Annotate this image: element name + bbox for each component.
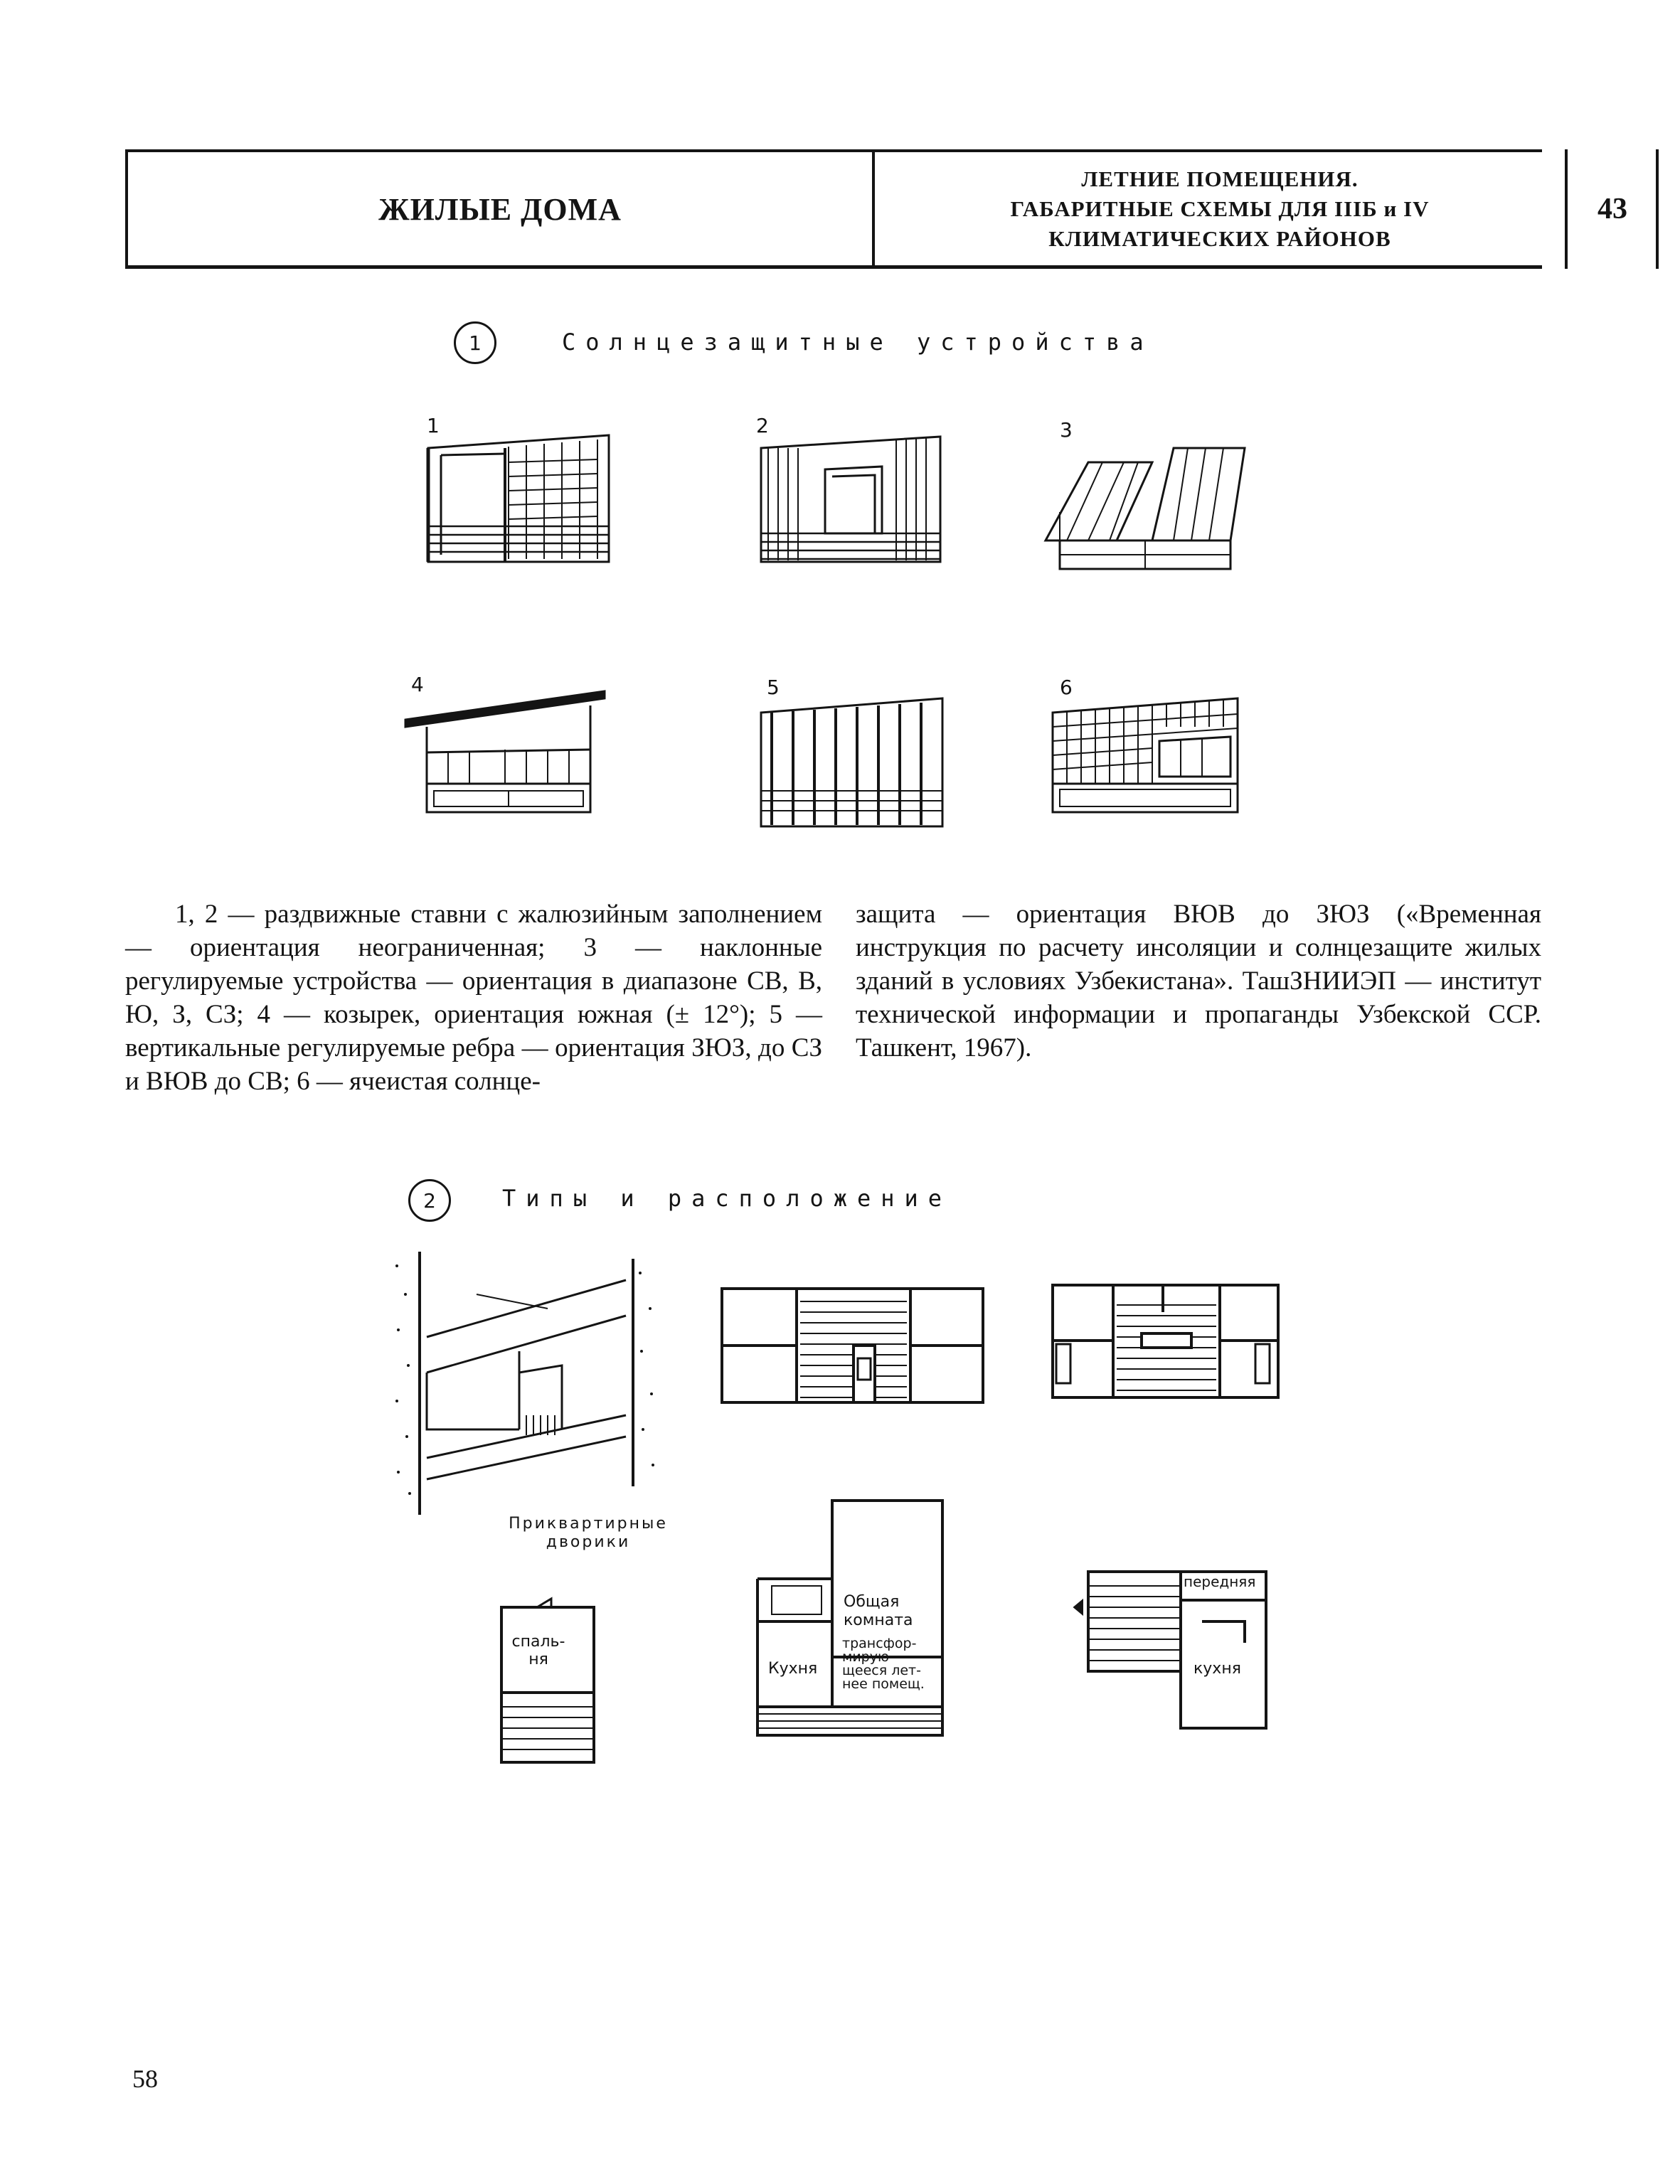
section-2-number: 2 — [408, 1179, 451, 1222]
vertical-fins-drawing — [760, 697, 944, 828]
header-bottom-rule — [125, 265, 1542, 269]
topic-line-1: ЛЕТНИЕ ПОМЕЩЕНИЯ. — [1081, 166, 1359, 191]
courtyards-label: Приквартирные дворики — [506, 1515, 670, 1552]
figure-1-label: 1 — [427, 414, 440, 437]
header-top-rule — [125, 149, 1542, 152]
kitchen-label-b: кухня — [1193, 1660, 1241, 1678]
transformable-room-label-line-2: мирую- — [842, 1649, 894, 1665]
page-header: ЖИЛЫЕ ДОМА ЛЕТНИЕ ПОМЕЩЕНИЯ. ГАБАРИТНЫЕ … — [125, 149, 1659, 269]
section-title: ЖИЛЫЕ ДОМА — [378, 191, 622, 227]
transformable-room-label-line-4: нее помещ. — [842, 1676, 925, 1692]
common-room-label: Общая комната — [844, 1593, 913, 1630]
plan-drawing-1 — [721, 1287, 984, 1404]
cellular-protection-drawing — [1051, 697, 1239, 814]
inclined-devices-drawing — [1043, 447, 1246, 570]
section-2-title: Типы и расположение — [502, 1185, 952, 1212]
page-number: 58 — [132, 2065, 158, 2093]
bedroom-plan-drawing — [500, 1597, 595, 1764]
common-room-label-line-2: комната — [844, 1612, 913, 1629]
bedroom-label: спаль- ня — [506, 1633, 570, 1668]
sheet-number: 43 — [1597, 193, 1627, 225]
figure-5-label: 5 — [767, 676, 780, 699]
figure-3-label: 3 — [1060, 418, 1073, 442]
courtyards-label-line-1: Приквартирные — [509, 1515, 668, 1533]
topic-line-2: ГАБАРИТНЫЕ СХЕМЫ ДЛЯ IIIБ и IV — [1010, 196, 1430, 221]
caption-column-2: защита — ориентация ВЮВ до ЗЮЗ («Временн… — [856, 900, 1541, 1062]
header-divider-1 — [872, 149, 875, 269]
figure-2-label: 2 — [756, 414, 769, 437]
header-right-border — [1656, 149, 1659, 269]
bedroom-label-line-1: спаль- — [511, 1633, 565, 1651]
figure-4-label: 4 — [411, 673, 424, 696]
sliding-shutters-drawing-1 — [426, 434, 610, 563]
canopy-drawing — [404, 690, 606, 814]
transformable-room-label-line-3: щееся лет- — [842, 1663, 921, 1678]
figure-6-label: 6 — [1060, 676, 1073, 699]
hall-label: передняя — [1184, 1573, 1256, 1590]
section-1-title: Солнцезащитные устройства — [562, 329, 1154, 356]
sliding-shutters-drawing-2 — [760, 435, 942, 563]
courtyards-label-line-2: дворики — [546, 1533, 631, 1551]
topic-line-3: КЛИМАТИЧЕСКИХ РАЙОНОВ — [1048, 226, 1391, 251]
plan-drawing-2 — [1051, 1284, 1280, 1399]
section-1-number: 1 — [454, 321, 496, 364]
apartment-plan-drawing — [756, 1499, 944, 1737]
header-divider-2 — [1565, 149, 1568, 269]
kitchen-hall-plan-drawing — [1073, 1570, 1267, 1730]
caption-column-1: 1, 2 — раздвижные ставни с жалюзийным за… — [125, 900, 822, 1096]
transformable-room-label-line-1: трансфор- — [842, 1636, 917, 1651]
kitchen-label-a: Кухня — [768, 1660, 818, 1678]
sheet-topic: ЛЕТНИЕ ПОМЕЩЕНИЯ. ГАБАРИТНЫЕ СХЕМЫ ДЛЯ I… — [875, 149, 1565, 269]
header-left-border — [125, 149, 128, 269]
transformable-room-label: трансфор- мирую- щееся лет- нее помещ. — [842, 1637, 925, 1691]
bedroom-label-line-2: ня — [528, 1651, 548, 1668]
common-room-label-line-1: Общая — [844, 1593, 900, 1611]
courtyard-perspective-drawing — [395, 1252, 654, 1515]
